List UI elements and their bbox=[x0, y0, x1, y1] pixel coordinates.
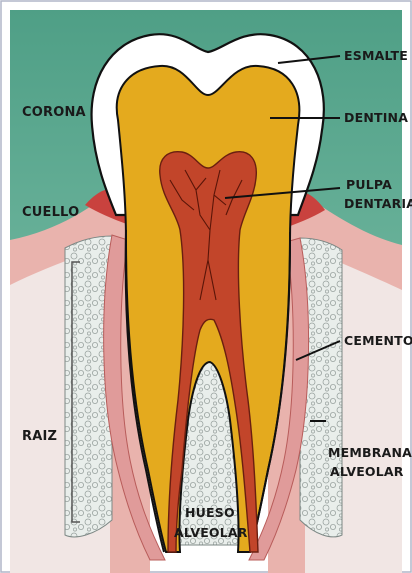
label-hueso-alveolar: ALVEOLAR bbox=[174, 525, 248, 540]
label-dentina: DENTINA bbox=[344, 110, 408, 125]
label-cuello: CUELLO bbox=[22, 205, 79, 220]
label-raiz: RAIZ bbox=[22, 429, 57, 444]
label-pulpa: PULPA bbox=[346, 177, 392, 192]
label-dentaria: DENTARIA bbox=[344, 196, 412, 211]
label-hueso: HUESO bbox=[185, 505, 235, 520]
label-corona: CORONA bbox=[22, 105, 86, 120]
label-membrana: MEMBRANA bbox=[328, 445, 412, 460]
label-cemento: CEMENTO bbox=[344, 333, 412, 348]
label-membrana-alveolar: ALVEOLAR bbox=[330, 464, 404, 479]
label-esmalte: ESMALTE bbox=[344, 48, 408, 63]
